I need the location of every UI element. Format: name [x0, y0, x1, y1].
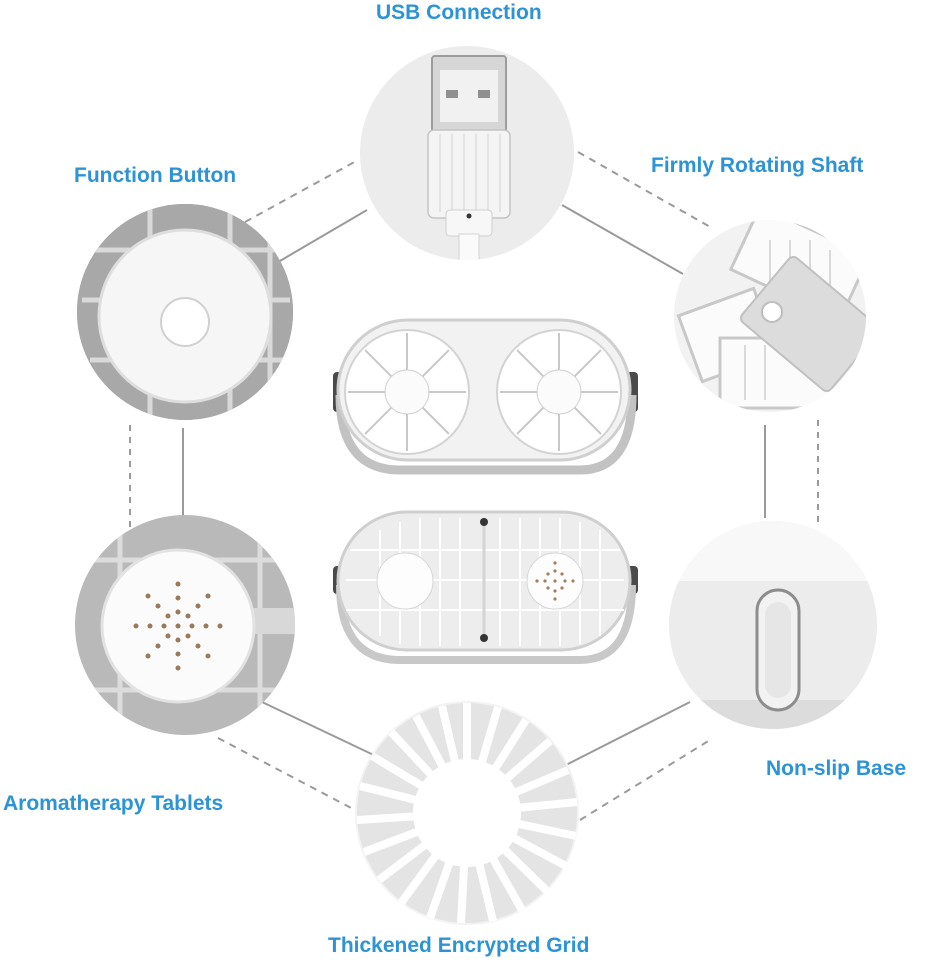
non-slip-base-image	[669, 521, 877, 729]
rotating-shaft-label: Firmly Rotating Shaft	[651, 154, 864, 177]
connector-lines	[129, 151, 819, 821]
non-slip-base-label: Non-slip Base	[766, 757, 907, 780]
grid-image	[355, 701, 579, 925]
rotating-shaft-image	[674, 220, 866, 412]
aromatherapy-label: Aromatherapy Tablets	[3, 792, 224, 815]
fan-back-view	[333, 510, 638, 664]
usb-connection-image	[360, 46, 574, 260]
usb-connection-label: USB Connection	[376, 1, 542, 24]
function-button-image	[77, 204, 293, 420]
function-button-label: Function Button	[74, 164, 237, 187]
grid-label: Thickened Encrypted Grid	[328, 934, 590, 957]
aromatherapy-image	[75, 515, 295, 735]
fan-front-view	[333, 318, 638, 475]
